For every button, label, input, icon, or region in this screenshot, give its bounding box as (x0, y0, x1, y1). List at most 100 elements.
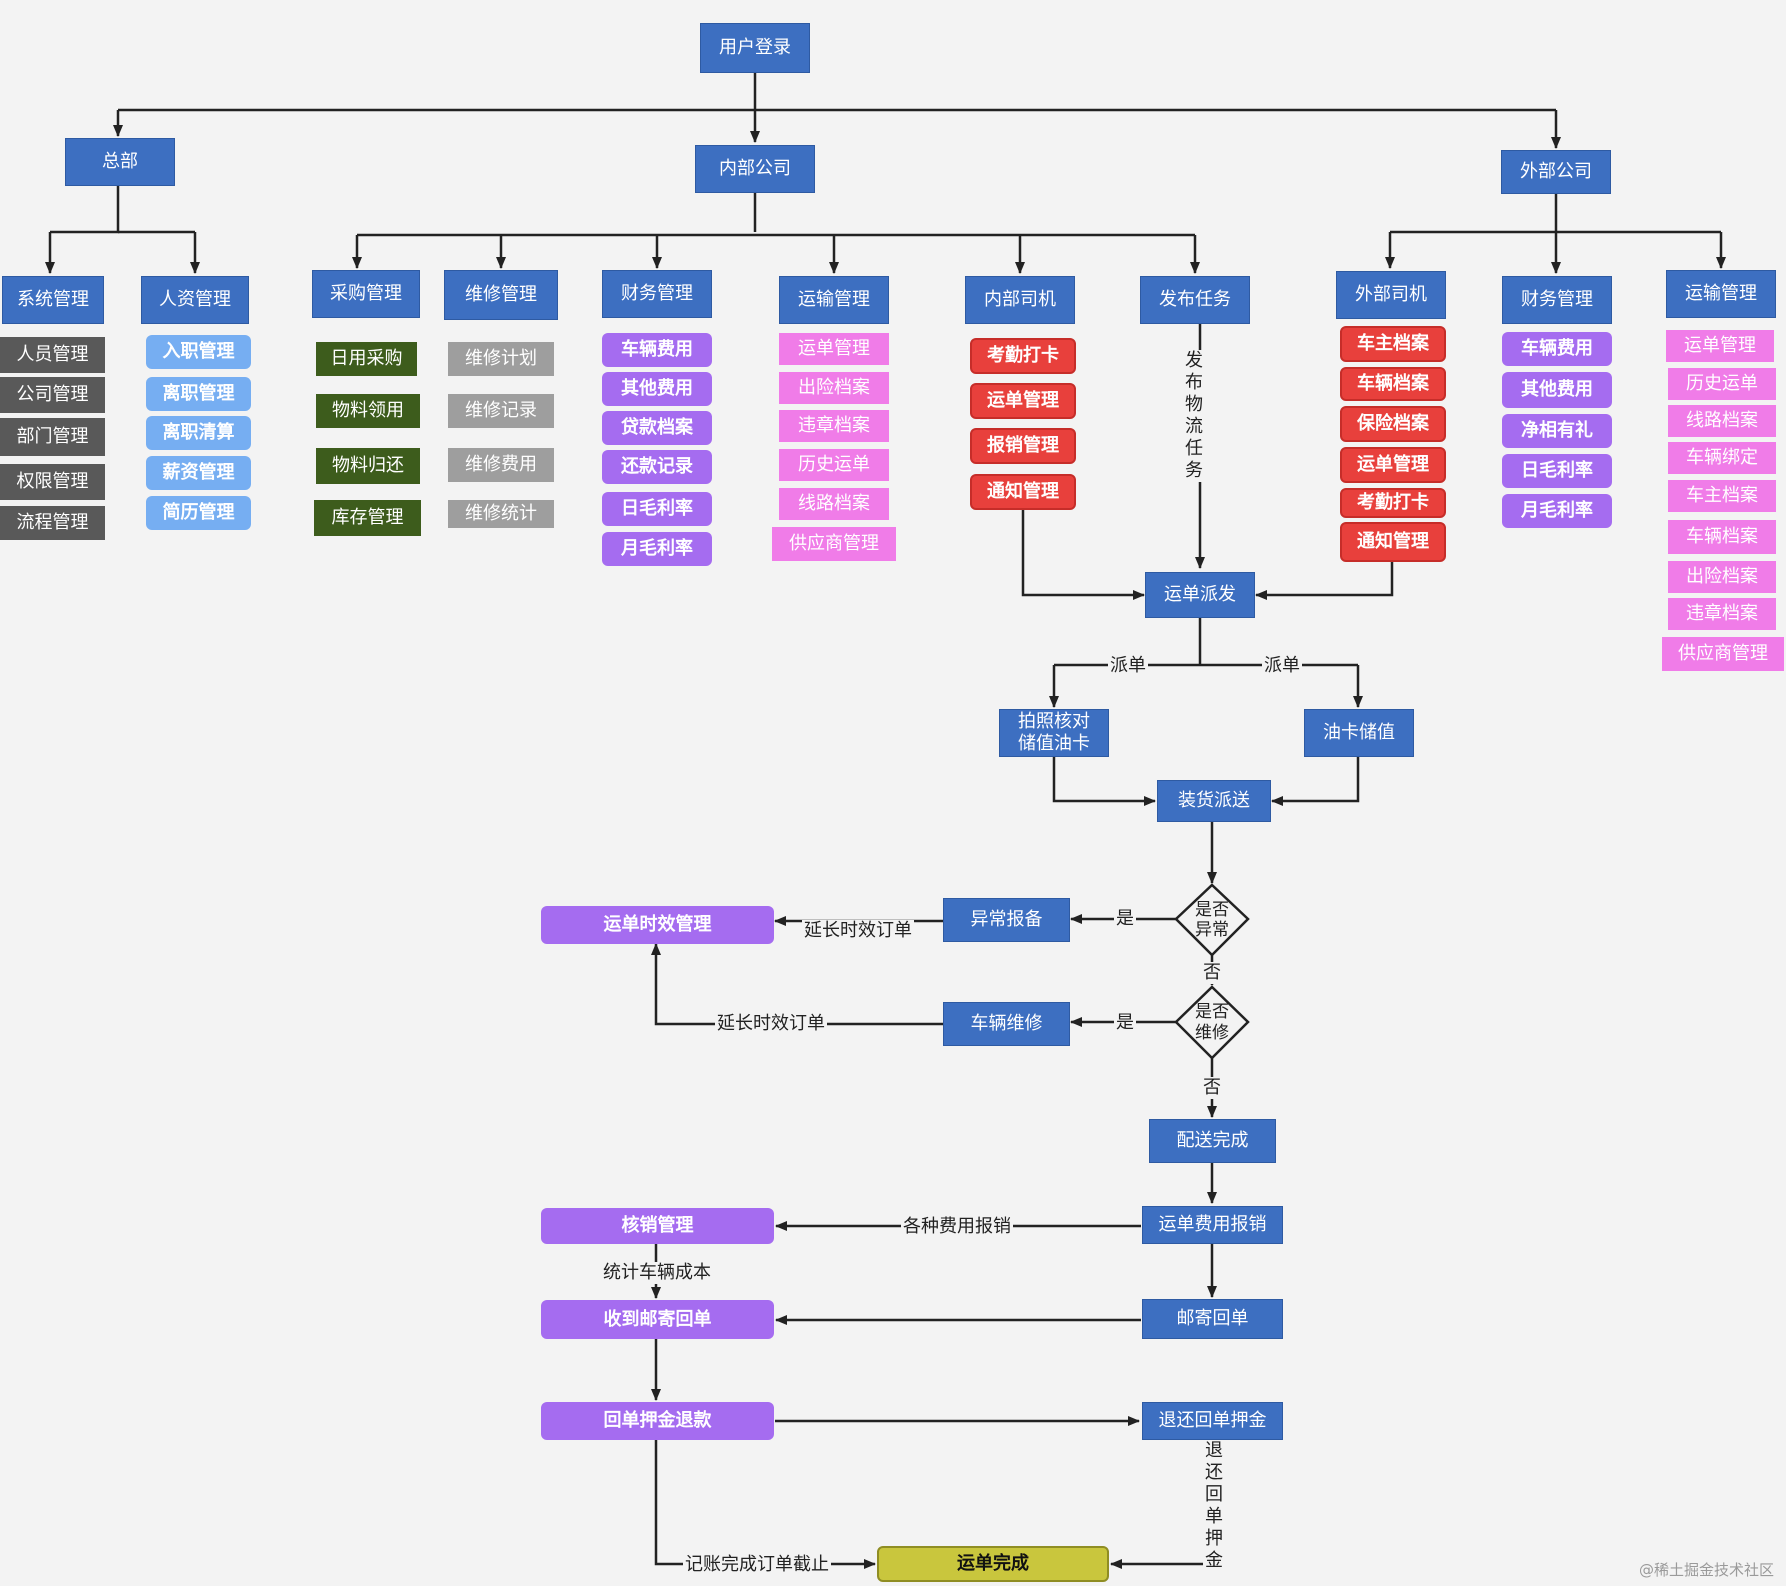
item-ext-driver-3[interactable]: 运单管理 (1340, 447, 1446, 483)
label-dispatch-right: 派单 (1262, 655, 1302, 677)
item-repair-1[interactable]: 维修记录 (448, 394, 554, 428)
node-internal-company[interactable]: 内部公司 (695, 145, 815, 193)
node-repair-management[interactable]: 维修管理 (444, 270, 558, 320)
item-purchase-3[interactable]: 库存管理 (314, 500, 421, 536)
item-ext-finance-2[interactable]: 净相有礼 (1502, 414, 1612, 448)
watermark: @稀土掘金技术社区 (1638, 1561, 1774, 1579)
decision-is-abnormal: 是否 异常 (1195, 899, 1229, 940)
item-ext-finance-4[interactable]: 月毛利率 (1502, 494, 1612, 528)
item-int-transport-5[interactable]: 供应商管理 (772, 527, 896, 561)
node-receive-receipt[interactable]: 收到邮寄回单 (541, 1300, 774, 1339)
item-ext-transport-2[interactable]: 线路档案 (1668, 405, 1776, 437)
item-ext-driver-0[interactable]: 车主档案 (1340, 326, 1446, 362)
label-extend-timeliness-1: 延长时效订单 (802, 920, 914, 942)
node-headquarters[interactable]: 总部 (65, 138, 175, 186)
node-fuel-card[interactable]: 油卡储值 (1304, 709, 1414, 757)
node-external-company[interactable]: 外部公司 (1501, 150, 1611, 194)
item-int-finance-1[interactable]: 其他费用 (602, 372, 712, 406)
node-loading-delivery[interactable]: 装货派送 (1157, 780, 1271, 822)
label-no-abnormal: 否 (1201, 962, 1223, 984)
arrow (654, 1440, 876, 1569)
item-hr-1[interactable]: 离职管理 (146, 377, 251, 411)
item-system-2[interactable]: 部门管理 (0, 418, 105, 456)
item-system-3[interactable]: 权限管理 (0, 464, 105, 500)
item-int-driver-1[interactable]: 运单管理 (970, 383, 1076, 419)
item-ext-finance-0[interactable]: 车辆费用 (1502, 332, 1612, 366)
node-timeliness-management[interactable]: 运单时效管理 (541, 906, 774, 944)
node-user-login[interactable]: 用户登录 (700, 23, 810, 73)
node-system-management[interactable]: 系统管理 (2, 276, 104, 324)
item-int-driver-3[interactable]: 通知管理 (970, 474, 1076, 510)
item-system-1[interactable]: 公司管理 (0, 377, 105, 413)
item-hr-2[interactable]: 离职清算 (146, 416, 251, 450)
item-int-finance-3[interactable]: 还款记录 (602, 450, 712, 484)
node-external-driver[interactable]: 外部司机 (1336, 271, 1446, 319)
item-ext-driver-1[interactable]: 车辆档案 (1340, 367, 1446, 401)
node-waybill-dispatch[interactable]: 运单派发 (1145, 572, 1255, 618)
item-ext-transport-3[interactable]: 车辆绑定 (1668, 442, 1776, 474)
node-internal-driver[interactable]: 内部司机 (965, 276, 1075, 324)
item-int-finance-4[interactable]: 日毛利率 (602, 492, 712, 526)
arrow (1021, 510, 1145, 600)
item-ext-finance-1[interactable]: 其他费用 (1502, 372, 1612, 408)
item-hr-4[interactable]: 简历管理 (146, 496, 251, 530)
arrow (1255, 560, 1394, 600)
arrow (651, 943, 943, 1026)
node-external-finance[interactable]: 财务管理 (1502, 276, 1612, 324)
item-hr-0[interactable]: 入职管理 (146, 335, 251, 369)
item-ext-transport-7[interactable]: 违章档案 (1668, 598, 1776, 630)
node-purchase-management[interactable]: 采购管理 (312, 270, 420, 318)
node-delivery-complete[interactable]: 配送完成 (1149, 1119, 1276, 1163)
item-int-transport-4[interactable]: 线路档案 (779, 488, 889, 520)
label-accounting-complete: 记账完成订单截止 (683, 1554, 831, 1576)
item-repair-0[interactable]: 维修计划 (448, 342, 554, 376)
item-ext-transport-8[interactable]: 供应商管理 (1662, 637, 1784, 671)
node-publish-task[interactable]: 发布任务 (1140, 276, 1250, 324)
node-internal-finance[interactable]: 财务管理 (602, 270, 712, 318)
item-int-transport-3[interactable]: 历史运单 (779, 449, 889, 481)
item-ext-transport-6[interactable]: 出险档案 (1668, 561, 1776, 593)
node-external-transport[interactable]: 运输管理 (1666, 270, 1776, 318)
label-extend-timeliness-2: 延长时效订单 (715, 1013, 827, 1035)
label-vehicle-cost: 统计车辆成本 (601, 1262, 713, 1284)
item-repair-2[interactable]: 维修费用 (448, 448, 554, 482)
node-return-deposit[interactable]: 退还回单押金 (1142, 1402, 1283, 1440)
item-ext-transport-0[interactable]: 运单管理 (1666, 330, 1774, 362)
item-repair-3[interactable]: 维修统计 (448, 500, 554, 528)
item-system-0[interactable]: 人员管理 (0, 337, 105, 373)
item-int-transport-1[interactable]: 出险档案 (779, 372, 889, 404)
item-system-4[interactable]: 流程管理 (0, 506, 105, 540)
item-ext-finance-3[interactable]: 日毛利率 (1502, 454, 1612, 488)
item-int-finance-5[interactable]: 月毛利率 (602, 532, 712, 566)
item-int-transport-2[interactable]: 违章档案 (779, 410, 889, 442)
item-purchase-2[interactable]: 物料归还 (316, 448, 420, 484)
node-expense-claim[interactable]: 运单费用报销 (1142, 1206, 1283, 1244)
item-ext-driver-4[interactable]: 考勤打卡 (1340, 488, 1446, 518)
node-write-off[interactable]: 核销管理 (541, 1208, 774, 1244)
item-ext-transport-5[interactable]: 车辆档案 (1668, 520, 1776, 554)
item-purchase-0[interactable]: 日用采购 (316, 342, 417, 376)
decision-diamond-repair-shape (1174, 985, 1250, 1060)
item-hr-3[interactable]: 薪资管理 (146, 456, 251, 490)
node-mail-receipt[interactable]: 邮寄回单 (1142, 1299, 1283, 1339)
node-waybill-complete[interactable]: 运单完成 (877, 1546, 1109, 1582)
item-ext-driver-5[interactable]: 通知管理 (1340, 522, 1446, 562)
node-abnormal-report[interactable]: 异常报备 (943, 898, 1070, 942)
item-ext-transport-4[interactable]: 车主档案 (1668, 480, 1776, 512)
node-deposit-refund[interactable]: 回单押金退款 (541, 1402, 774, 1440)
item-int-finance-2[interactable]: 贷款档案 (602, 411, 712, 445)
label-return-deposit-vertical: 退还回单押金 (1203, 1440, 1225, 1572)
item-purchase-1[interactable]: 物料领用 (316, 394, 420, 428)
node-vehicle-repair[interactable]: 车辆维修 (943, 1002, 1070, 1046)
node-internal-transport[interactable]: 运输管理 (779, 276, 889, 324)
item-ext-driver-2[interactable]: 保险档案 (1340, 406, 1446, 442)
label-yes-abnormal: 是 (1114, 908, 1136, 930)
item-int-finance-0[interactable]: 车辆费用 (602, 333, 712, 367)
node-photo-check[interactable]: 拍照核对 储值油卡 (999, 709, 1109, 757)
item-int-driver-2[interactable]: 报销管理 (970, 428, 1076, 464)
node-hr-management[interactable]: 人资管理 (141, 276, 249, 324)
item-int-driver-0[interactable]: 考勤打卡 (970, 338, 1076, 374)
item-ext-transport-1[interactable]: 历史运单 (1668, 368, 1776, 400)
item-int-transport-0[interactable]: 运单管理 (779, 333, 889, 365)
